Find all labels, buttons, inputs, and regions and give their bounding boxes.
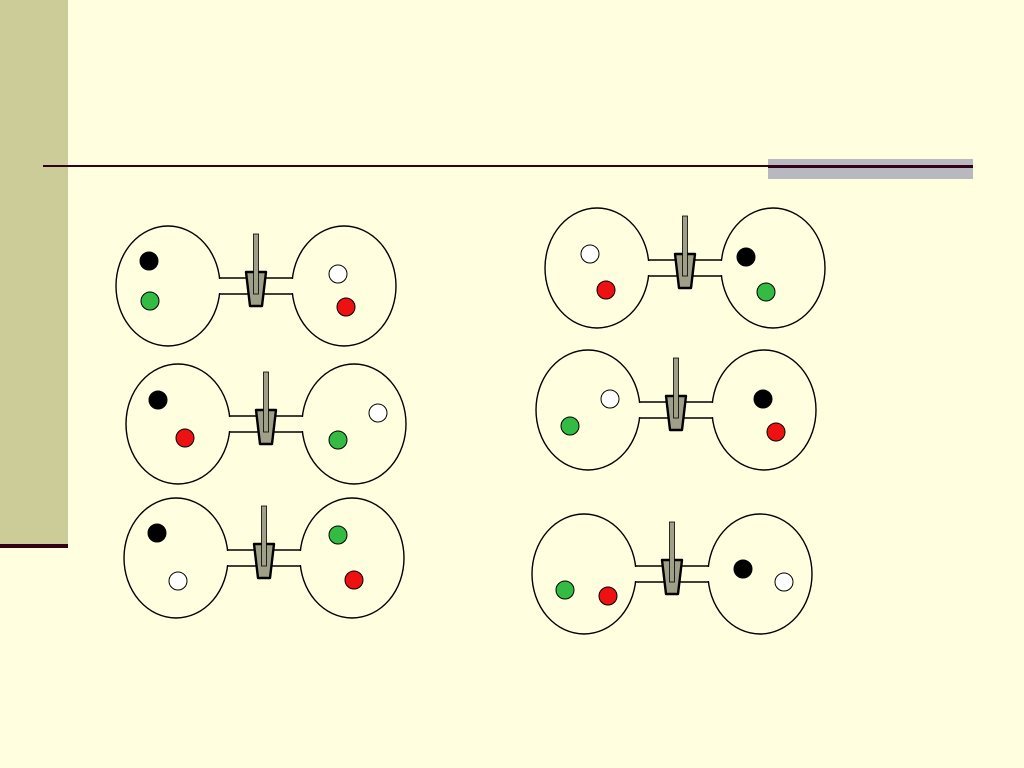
apparatus-3 bbox=[123, 497, 405, 619]
ball-red bbox=[598, 586, 618, 606]
apparatus-6 bbox=[531, 513, 813, 635]
ball-white bbox=[368, 403, 388, 423]
apparatus-1 bbox=[115, 225, 397, 347]
valve-handle bbox=[263, 371, 269, 433]
left-chamber bbox=[125, 363, 231, 485]
right-chamber bbox=[720, 207, 826, 329]
ball-black bbox=[148, 390, 168, 410]
ball-black bbox=[736, 247, 756, 267]
ball-black bbox=[733, 559, 753, 579]
right-chamber bbox=[301, 363, 407, 485]
sidebar-base-line bbox=[0, 544, 68, 548]
left-chamber bbox=[123, 497, 229, 619]
valve-handle bbox=[669, 521, 675, 583]
ball-white bbox=[774, 572, 794, 592]
valve-handle bbox=[253, 233, 259, 295]
right-chamber bbox=[707, 513, 813, 635]
left-chamber bbox=[544, 207, 650, 329]
right-chamber bbox=[299, 497, 405, 619]
valve-handle bbox=[261, 505, 267, 567]
left-chamber bbox=[535, 349, 641, 471]
sidebar-bar bbox=[0, 0, 68, 545]
accent-bar bbox=[768, 159, 973, 179]
ball-red bbox=[344, 570, 364, 590]
title-rule bbox=[43, 165, 973, 167]
ball-green bbox=[140, 291, 160, 311]
ball-green bbox=[756, 282, 776, 302]
ball-red bbox=[766, 422, 786, 442]
ball-green bbox=[328, 430, 348, 450]
ball-green bbox=[328, 525, 348, 545]
ball-white bbox=[600, 389, 620, 409]
valve-handle bbox=[682, 215, 688, 277]
ball-red bbox=[596, 280, 616, 300]
ball-red bbox=[336, 297, 356, 317]
left-chamber bbox=[115, 225, 221, 347]
ball-black bbox=[753, 389, 773, 409]
ball-white bbox=[328, 264, 348, 284]
ball-green bbox=[555, 580, 575, 600]
valve-handle bbox=[673, 357, 679, 419]
ball-black bbox=[139, 251, 159, 271]
right-chamber bbox=[711, 349, 817, 471]
ball-black bbox=[147, 523, 167, 543]
ball-green bbox=[560, 416, 580, 436]
apparatus-4 bbox=[544, 207, 826, 329]
right-chamber bbox=[291, 225, 397, 347]
apparatus-5 bbox=[535, 349, 817, 471]
ball-white bbox=[580, 244, 600, 264]
ball-red bbox=[175, 428, 195, 448]
apparatus-2 bbox=[125, 363, 407, 485]
ball-white bbox=[168, 571, 188, 591]
left-chamber bbox=[531, 513, 637, 635]
